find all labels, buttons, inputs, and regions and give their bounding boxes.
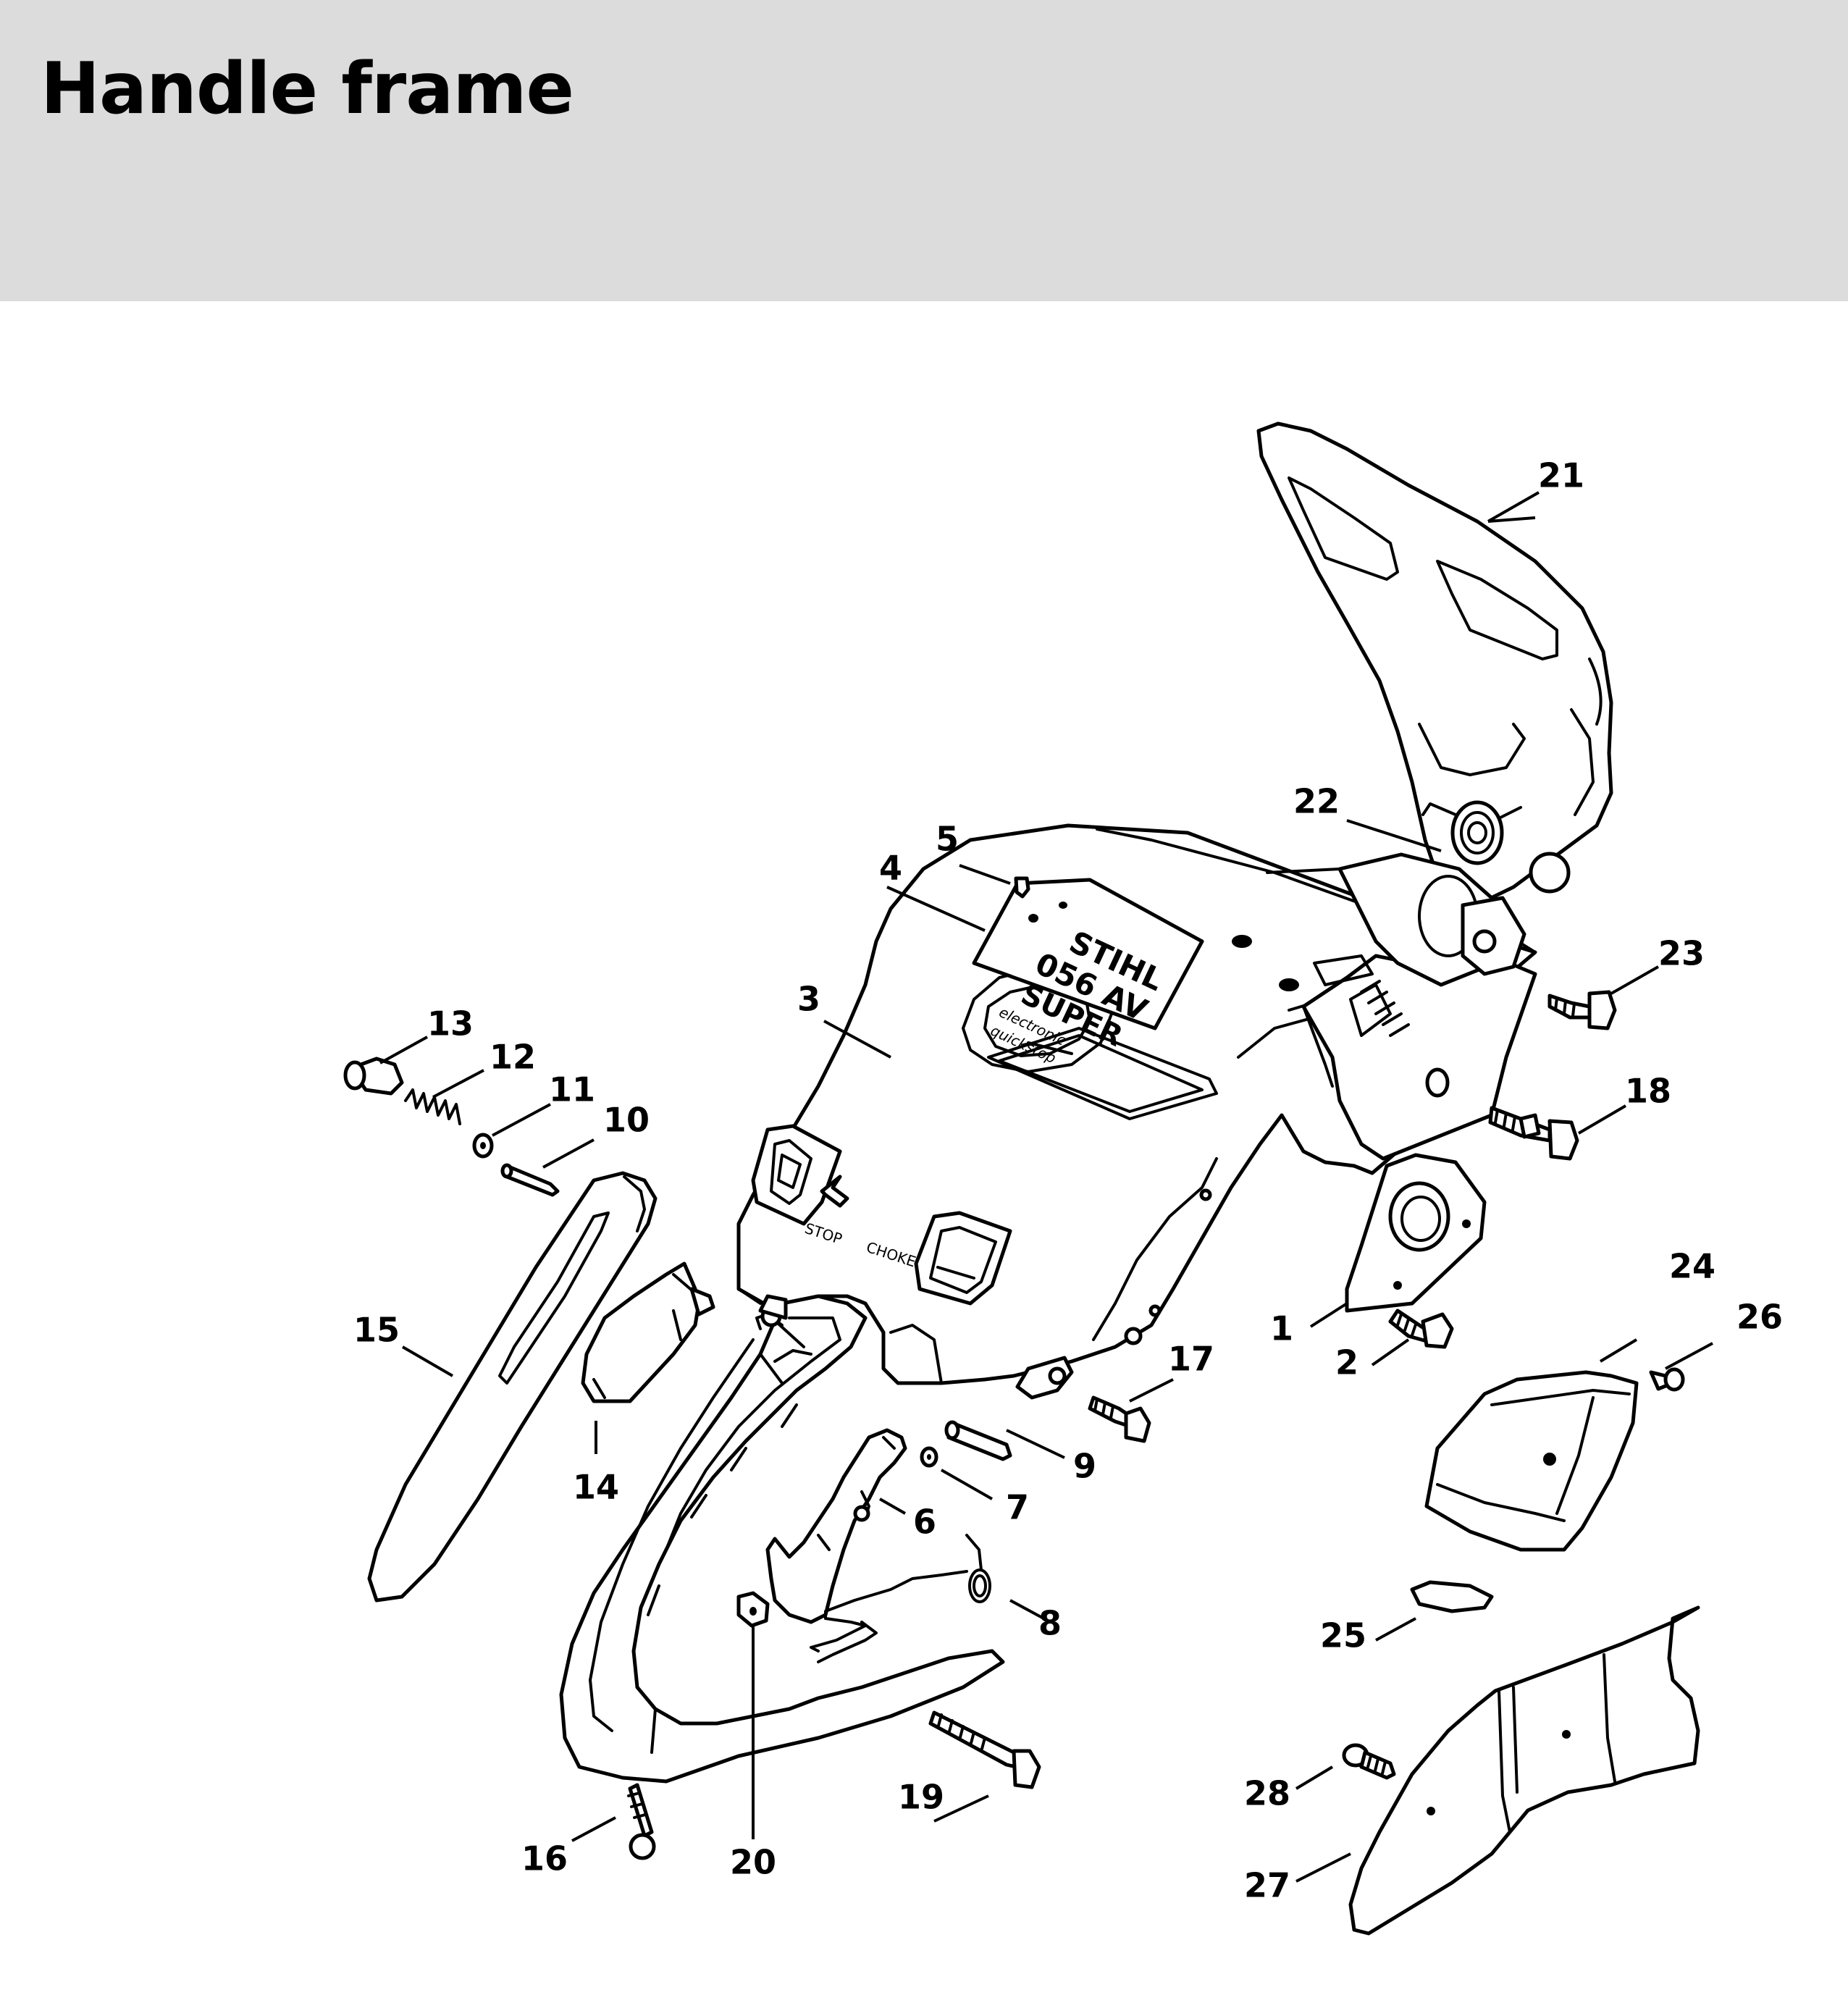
- hex-nut: [736, 1591, 770, 1628]
- housing-lug: [1015, 1356, 1074, 1400]
- callout-3: 3: [797, 980, 820, 1019]
- label-plate: STIHL 056 AV SUPER electronic quickstop: [972, 878, 1204, 1067]
- screw-part-19: [928, 1710, 1041, 1789]
- callout-numbers: 1 2 3 4 5 6 7 8 9 10 11 12 13 14 15 16 1…: [353, 456, 1783, 1905]
- lever: [765, 1428, 907, 1624]
- torsion-spring-small: [810, 1534, 991, 1663]
- hand-guard: [1256, 421, 1613, 902]
- callout-19: 19: [898, 1778, 944, 1817]
- callout-7: 7: [1006, 1488, 1029, 1527]
- carburetor-box: [1301, 852, 1537, 1161]
- callout-26: 26: [1736, 1298, 1783, 1337]
- screw-part-23: [1547, 990, 1617, 1030]
- grommet: [1410, 1580, 1494, 1613]
- screw-part-18: [1488, 1106, 1579, 1161]
- callout-24: 24: [1669, 1247, 1715, 1286]
- cover: [1424, 1370, 1639, 1552]
- leader-lines: [379, 491, 1713, 1883]
- callout-18: 18: [1625, 1072, 1671, 1111]
- pin-part-10: [500, 1163, 560, 1197]
- callout-16: 16: [521, 1839, 568, 1878]
- callout-4: 4: [879, 849, 902, 888]
- callout-27: 27: [1244, 1866, 1290, 1905]
- screw-part-16: [627, 1783, 656, 1860]
- callout-8: 8: [1038, 1604, 1062, 1643]
- callout-23: 23: [1658, 934, 1705, 973]
- throttle-trigger: [581, 1261, 715, 1403]
- rod-part-9: [944, 1420, 1012, 1461]
- bushing: [343, 1057, 404, 1096]
- callout-12: 12: [490, 1038, 536, 1077]
- detent-ball: [920, 1446, 938, 1468]
- compression-spring: [404, 1088, 461, 1125]
- callout-10: 10: [603, 1101, 650, 1140]
- callout-20: 20: [730, 1843, 776, 1882]
- handle-loop: [559, 1294, 1005, 1784]
- bearing-bracket: [1345, 1153, 1487, 1313]
- page-title: Handle frame: [41, 48, 574, 130]
- callout-13: 13: [427, 1004, 474, 1043]
- screw-part-2: [1388, 1309, 1454, 1349]
- washer: [472, 1133, 494, 1159]
- callout-28: 28: [1244, 1774, 1290, 1813]
- screw-part-17: [1088, 1395, 1151, 1443]
- torsion-spring: [1421, 800, 1522, 865]
- callout-14: 14: [573, 1468, 619, 1507]
- callout-11: 11: [549, 1070, 595, 1109]
- heat-shield-plate: [1348, 1605, 1700, 1936]
- page-header: Handle frame: [0, 0, 1848, 301]
- callout-25: 25: [1320, 1616, 1366, 1655]
- screw-part-28: [1342, 1743, 1396, 1780]
- callout-1: 1: [1270, 1309, 1293, 1348]
- callout-9: 9: [1073, 1447, 1096, 1486]
- callout-21: 21: [1538, 456, 1584, 495]
- callout-17: 17: [1168, 1340, 1214, 1379]
- screw-part-26: [1649, 1367, 1685, 1392]
- callout-6: 6: [913, 1503, 936, 1542]
- callout-15: 15: [353, 1311, 400, 1350]
- handle-molding: [367, 1171, 658, 1603]
- callout-5: 5: [936, 820, 959, 859]
- plate-pin: [1014, 876, 1030, 899]
- callout-22: 22: [1293, 782, 1340, 821]
- callout-2: 2: [1335, 1343, 1358, 1382]
